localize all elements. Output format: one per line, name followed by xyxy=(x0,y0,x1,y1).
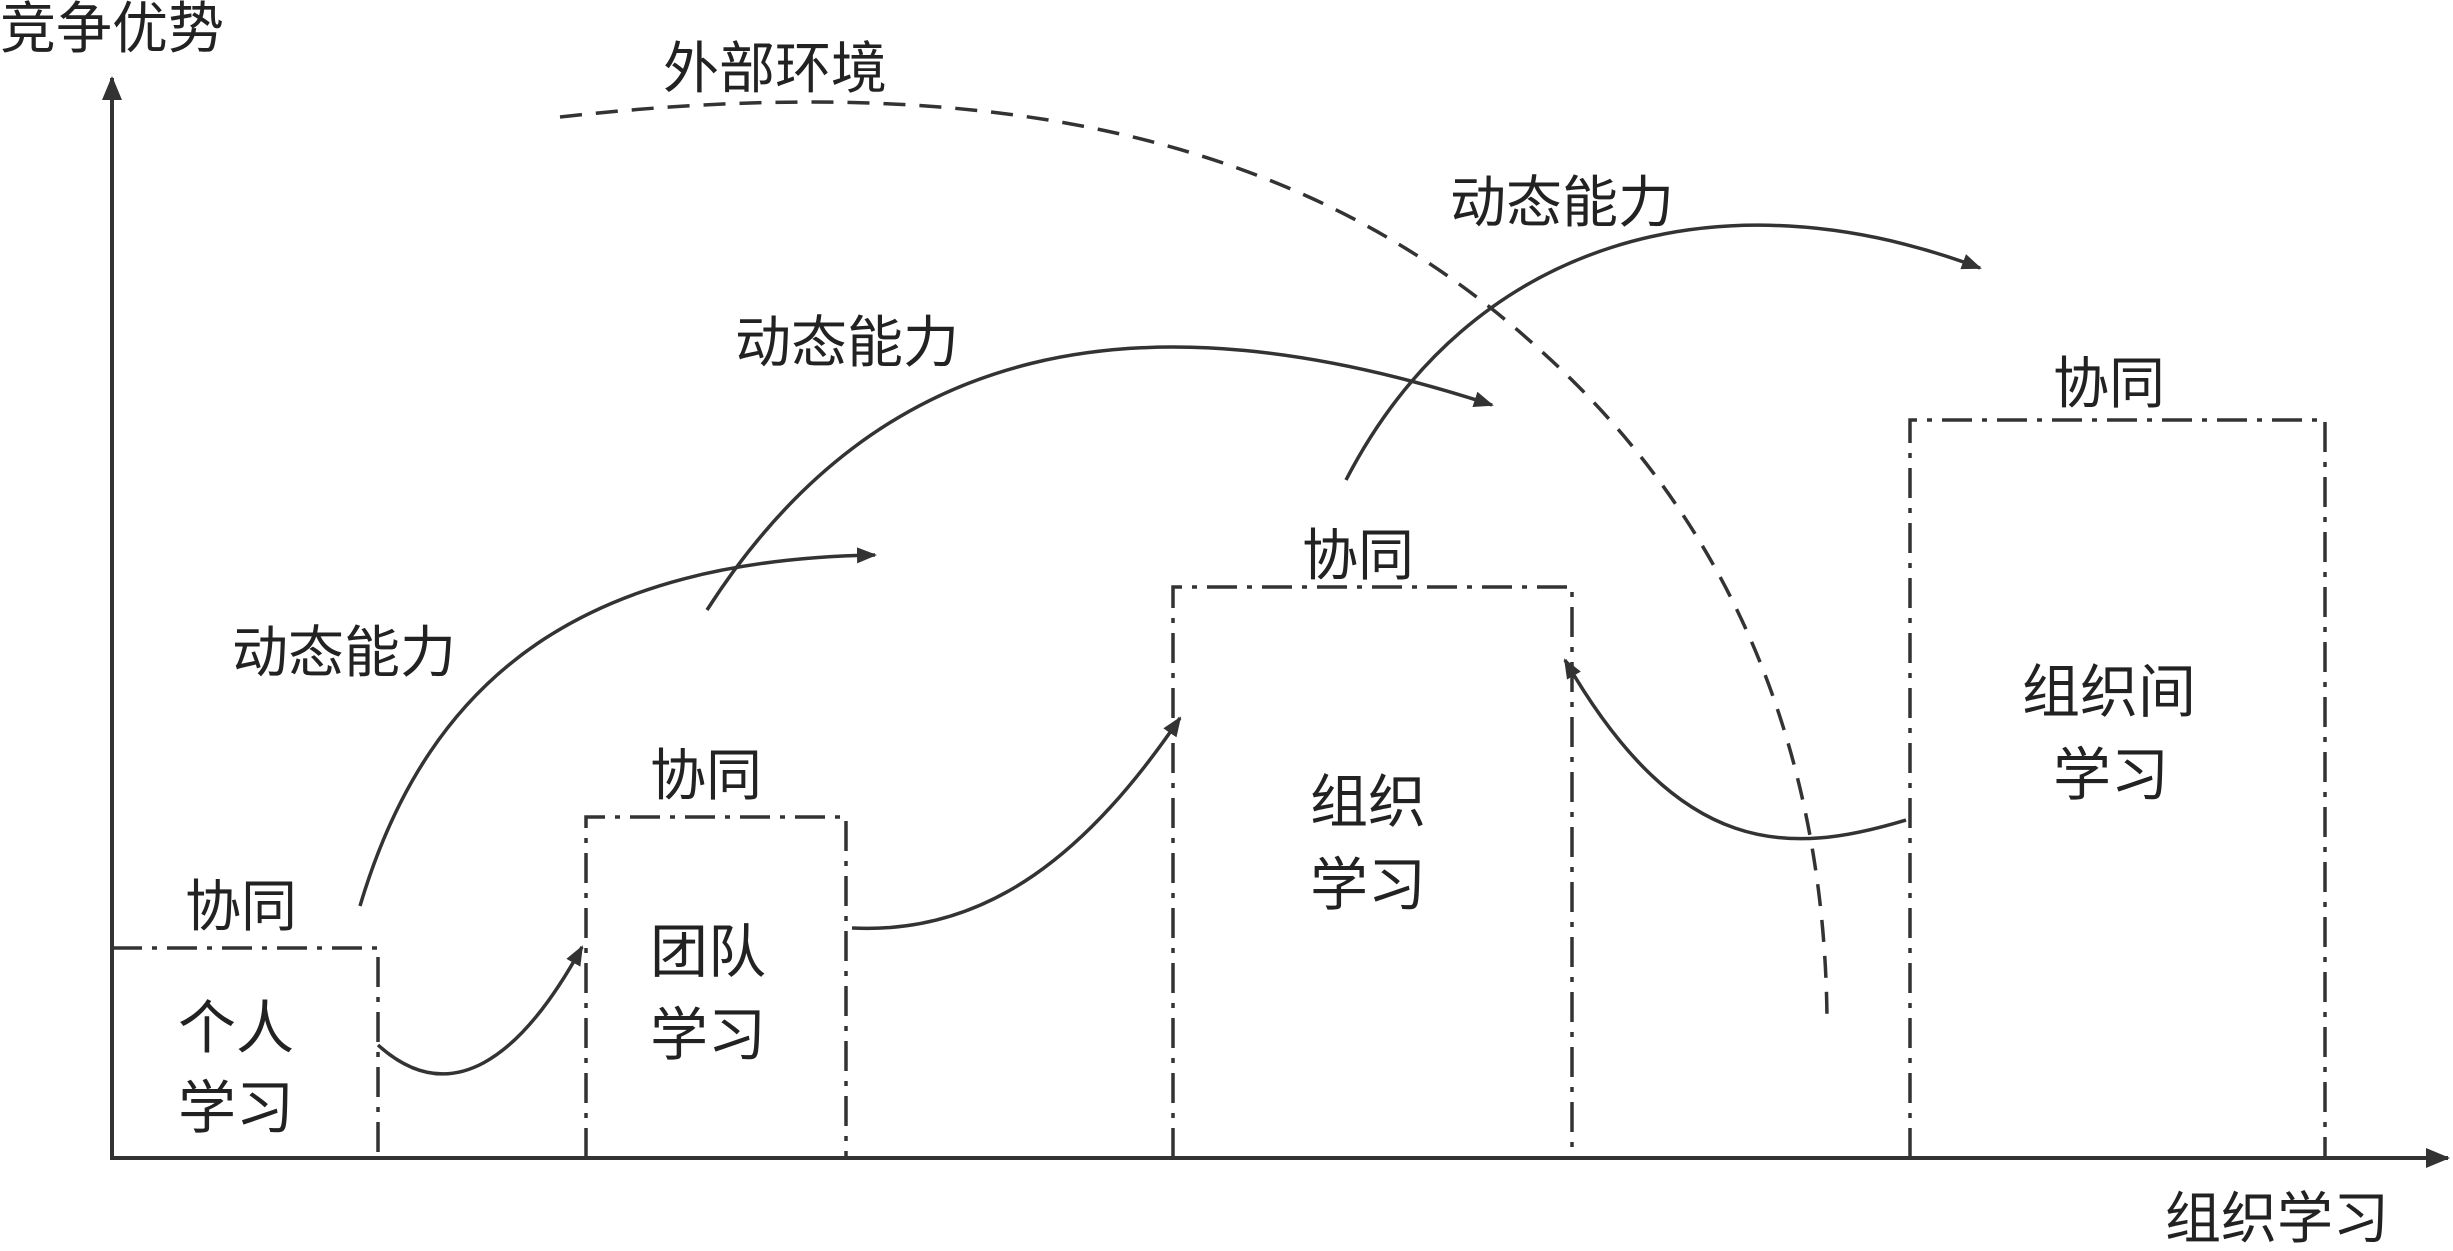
y-axis-label: 竞争优势 xyxy=(0,0,224,62)
external-environment-arc xyxy=(559,100,1829,1021)
arrow-team-to-organization xyxy=(851,716,1182,931)
dynamic-capability-label-3: 动态能力 xyxy=(1450,171,1674,236)
stage-box-individual xyxy=(112,946,380,1158)
stage-box-inter-organization xyxy=(1908,418,2327,1158)
stage-label-individual-2: 学习 xyxy=(178,1074,294,1142)
stage-label-individual-1: 个人 xyxy=(178,994,294,1062)
stage-caption-inter-organization: 协同 xyxy=(2053,352,2165,417)
dynamic-capability-arrow-3 xyxy=(1344,223,1982,481)
dynamic-capability-arrow-1 xyxy=(358,547,877,907)
dynamic-capability-arrow-2 xyxy=(705,345,1494,611)
stage-caption-individual: 协同 xyxy=(185,875,297,940)
external-environment-label: 外部环境 xyxy=(663,37,887,102)
stage-label-inter-organization-2: 学习 xyxy=(2053,741,2169,809)
stage-label-organization-2: 学习 xyxy=(1310,851,1426,919)
arrow-individual-to-team xyxy=(376,945,584,1076)
dynamic-capability-label-2: 动态能力 xyxy=(735,311,959,376)
stage-label-team-1: 团队 xyxy=(650,918,766,986)
stage-caption-organization: 协同 xyxy=(1302,524,1414,589)
stage-caption-team: 协同 xyxy=(650,744,762,809)
dynamic-capability-label-1: 动态能力 xyxy=(232,621,456,686)
stage-label-inter-organization-1: 组织间 xyxy=(2022,658,2196,726)
arrow-inter-to-organization xyxy=(1563,658,1907,841)
x-axis-label: 组织学习 xyxy=(2165,1187,2389,1251)
stage-box-organization xyxy=(1171,585,1574,1158)
stage-label-organization-1: 组织 xyxy=(1310,768,1426,836)
stage-box-team xyxy=(584,815,848,1158)
stage-label-team-2: 学习 xyxy=(650,1001,766,1069)
